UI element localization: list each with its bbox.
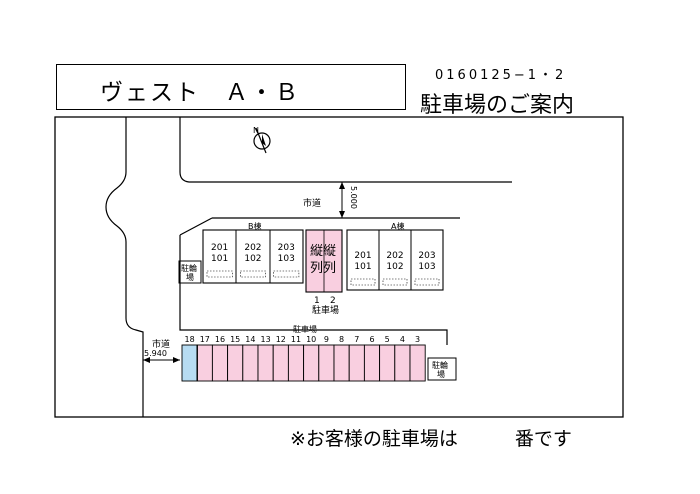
parking-space-number: 17 xyxy=(200,335,210,344)
road-dimension-top: 市道 5.000 xyxy=(303,182,358,218)
parking-space-number: 12 xyxy=(276,335,286,344)
parking-space xyxy=(348,344,365,382)
building-a-unit-upper: 202 xyxy=(386,251,403,261)
tandem-caption: 駐車場 xyxy=(312,304,339,316)
parking-space-number: 3 xyxy=(415,335,420,344)
building-b-unit-porch xyxy=(273,270,300,278)
building-b-label: B棟 xyxy=(248,221,262,231)
parking-space-number: 4 xyxy=(400,335,405,344)
compass-label: N xyxy=(253,126,259,135)
building-b-unit-porch xyxy=(240,270,266,278)
compass-icon: N xyxy=(253,126,271,154)
parking-space xyxy=(242,344,259,382)
parking-space xyxy=(227,344,244,382)
building-a-unit-porch xyxy=(350,278,376,286)
bicycle-right-line2: 場 xyxy=(437,369,445,379)
building-b-unit-lower: 101 xyxy=(211,254,228,264)
building-a-unit-porch xyxy=(382,278,408,286)
parking-row: 18 17 16 15 14 13 12 11 10 9 8 7 6 5 4 3 xyxy=(181,335,426,382)
parking-space xyxy=(211,344,229,382)
property-name-box xyxy=(56,64,406,110)
parking-space xyxy=(181,344,198,382)
parking-space-number: 10 xyxy=(306,335,316,344)
building-a-unit-lower: 103 xyxy=(418,262,435,272)
road-label-left: 市道 xyxy=(152,338,170,350)
parking-space xyxy=(379,344,396,382)
parking-space xyxy=(409,344,426,382)
parking-space-number: 5 xyxy=(385,335,390,344)
bicycle-parking-left: 駐輪 場 xyxy=(178,260,202,284)
building-b-unit-porch xyxy=(206,270,233,278)
parking-space-number: 8 xyxy=(339,335,344,344)
parking-space xyxy=(333,344,350,382)
parking-space xyxy=(287,344,305,382)
parking-space xyxy=(272,344,289,382)
parking-caption: 駐車場 xyxy=(293,324,317,334)
road-width-top: 5.000 xyxy=(349,186,358,209)
bicycle-left-line2: 場 xyxy=(186,272,194,282)
parking-space-number: 14 xyxy=(245,335,255,344)
property-name: ヴェスト Ａ・Ｂ xyxy=(100,80,300,106)
building-b-unit-upper: 201 xyxy=(211,243,228,253)
parking-space xyxy=(303,344,320,382)
parking-space xyxy=(318,344,335,382)
tandem-number-2: 2 xyxy=(330,296,336,306)
property-code: 0160125−1・2 xyxy=(435,68,567,83)
building-b-unit-upper: 203 xyxy=(278,243,295,253)
parking-space xyxy=(257,344,274,382)
building-b-unit-lower: 103 xyxy=(278,254,295,264)
building-a-unit-lower: 102 xyxy=(386,262,403,272)
parking-space xyxy=(196,344,213,382)
parking-space-number: 15 xyxy=(230,335,240,344)
parking-space xyxy=(394,344,411,382)
guide-title: 駐車場のご案内 xyxy=(420,93,575,118)
parking-space-number: 9 xyxy=(324,335,329,344)
parking-space-number: 16 xyxy=(215,335,225,344)
parking-space-number: 18 xyxy=(185,335,195,344)
bicycle-right-line1: 駐輪 xyxy=(432,360,448,370)
tandem-label-line2: 列列 xyxy=(310,261,336,276)
parking-space-number: 13 xyxy=(261,335,271,344)
road-dimension-left: 市道 5.940 xyxy=(143,338,180,363)
road-width-left: 5.940 xyxy=(144,349,167,358)
parking-number-note: ※お客様の駐車場は 番です xyxy=(290,428,572,450)
parking-space xyxy=(363,344,381,382)
tandem-label-line1: 縦縦 xyxy=(310,244,336,259)
building-a-unit-porch xyxy=(414,278,440,286)
bicycle-parking-right: 駐輪 場 xyxy=(427,357,457,381)
parking-space-number: 7 xyxy=(354,335,359,344)
building-b-unit-lower: 102 xyxy=(244,254,261,264)
building-a-unit-upper: 201 xyxy=(354,251,371,261)
parking-space-number: 11 xyxy=(291,335,301,344)
building-a-label: A棟 xyxy=(391,221,404,231)
parking-space-number: 6 xyxy=(369,335,374,344)
building-b-unit-upper: 202 xyxy=(244,243,261,253)
building-a-unit-upper: 203 xyxy=(418,251,435,261)
road-label-top: 市道 xyxy=(303,197,321,209)
bicycle-left-line1: 駐輪 xyxy=(181,263,197,273)
tandem-number-1: 1 xyxy=(314,296,320,306)
tandem-parking: 縦縦 列列 1 2 駐車場 xyxy=(305,229,343,316)
map-frame xyxy=(54,116,624,418)
building-a-unit-lower: 101 xyxy=(354,262,371,272)
